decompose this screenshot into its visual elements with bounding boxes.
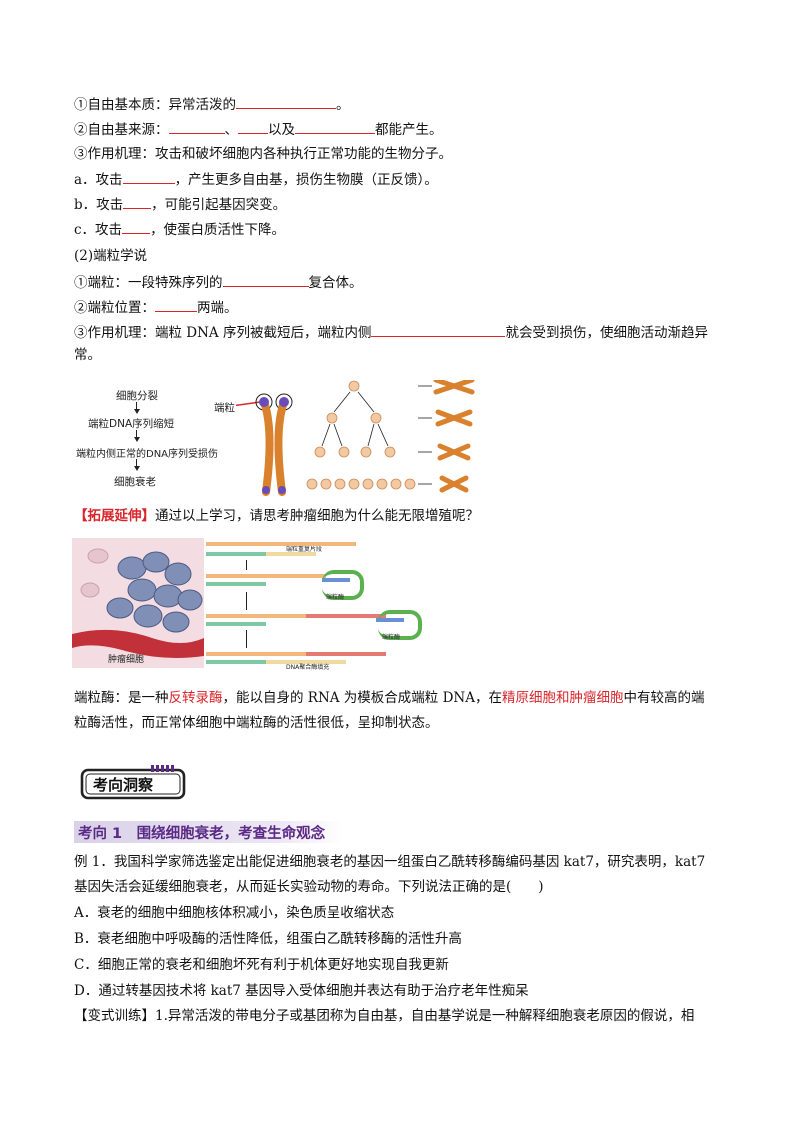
text: 以及 <box>268 122 295 138</box>
tumor-cell-illustration <box>72 548 204 658</box>
text: ，可能引起基因突变。 <box>151 197 287 213</box>
text: ，产生更多自由基，损伤生物膜（正反馈）。 <box>174 172 438 188</box>
text: 通过以上学习，请思考肿瘤细胞为什么能无限增殖呢？ <box>155 508 479 524</box>
line-6: c．攻击 ，使蛋白质活性下降。 <box>74 219 285 240</box>
answer-blank[interactable] <box>371 322 506 337</box>
step-label: 细胞分裂 <box>116 390 158 402</box>
extension-line: 【拓展延伸】通过以上学习，请思考肿瘤细胞为什么能无限增殖呢？ <box>74 506 479 526</box>
answer-blank[interactable] <box>222 272 309 287</box>
step-label: 细胞衰老 <box>114 476 156 488</box>
variant-tag: 【变式训练】 <box>74 1008 155 1024</box>
line-8: ①端粒：一段特殊序列的 复合体。 <box>74 272 363 293</box>
variant-line: 【变式训练】1.异常活泼的带电分子或基团称为自由基，自由基学说是一种解释细胞衰老… <box>74 1006 694 1026</box>
telomerase-line-1: 端粒酶：是一种反转录酶，能以自身的 RNA 为模板合成端粒 DNA，在精原细胞和… <box>74 688 705 708</box>
repeat-label: 端粒重复片段 <box>286 546 323 553</box>
line-9: ②端粒位置： 两端。 <box>74 297 238 318</box>
section-tag: 考向洞察 <box>79 765 187 801</box>
tumor-cell-image: 肿瘤细胞 <box>72 538 204 668</box>
topic-title-text: 考向 1 围绕细胞衰老，考查生命观念 <box>78 826 326 842</box>
extension-tag: 【拓展延伸】 <box>74 508 155 524</box>
telomerase-line-2: 粒酶活性，而正常体细胞中端粒酶的活性很低，呈抑制状态。 <box>74 715 439 731</box>
text: 。 <box>336 97 350 113</box>
example-line-1: 例 1．我国科学家筛选鉴定出能促进细胞衰老的基因一组蛋白乙酰转移酶编码基因 ka… <box>74 854 706 870</box>
line-5: b．攻击 ，可能引起基因突变。 <box>74 194 286 215</box>
line-3: ③作用机理：攻击和破坏细胞内各种执行正常功能的生物分子。 <box>74 146 452 162</box>
tumor-label: 肿瘤细胞 <box>108 655 145 665</box>
answer-blank[interactable] <box>155 297 197 312</box>
text: ②自由基来源： <box>74 122 169 138</box>
text: ②端粒位置： <box>74 300 155 316</box>
highlight-text: 反转录酶 <box>168 690 223 706</box>
line-10: ③作用机理：端粒 DNA 序列被截短后，端粒内侧 就会受到损伤，使细胞活动渐趋异 <box>74 322 708 343</box>
text: 端粒酶：是一种 <box>74 690 169 706</box>
text: 就会受到损伤，使细胞活动渐趋异 <box>505 325 708 341</box>
answer-blank[interactable] <box>122 169 175 184</box>
option-d[interactable]: D．通过转基因技术将 kat7 基因导入受体细胞并表达有助于治疗老年性痴呆 <box>74 983 529 999</box>
telomere-label: 端粒 <box>214 402 235 414</box>
step-label: 端粒DNA序列缩短 <box>88 418 175 430</box>
line-1: ①自由基本质：异常活泼的 。 <box>74 94 350 115</box>
text: ③作用机理：端粒 DNA 序列被截短后，端粒内侧 <box>74 325 372 341</box>
example-line-2: 基因失活会延缓细胞衰老，从而延长实验动物的寿命。下列说法正确的是( ) <box>74 879 544 895</box>
telomere-figure: 细胞分裂 端粒DNA序列缩短 端粒内侧正常的DNA序列受损伤 细胞衰老 端粒 <box>76 376 476 496</box>
section-tag-frame <box>80 765 186 800</box>
text: ，使蛋白质活性下降。 <box>150 222 286 238</box>
enzyme-label: 端粒酶 <box>326 594 345 601</box>
option-c[interactable]: C．细胞正常的衰老和细胞坏死有利于机体更好地实现自我更新 <box>74 957 449 973</box>
text: ，能以自身的 RNA 为模板合成端粒 DNA，在 <box>222 690 503 706</box>
text: 都能产生。 <box>375 122 443 138</box>
line-4: a．攻击 ，产生更多自由基，损伤生物膜（正反馈）。 <box>74 169 438 190</box>
answer-blank[interactable] <box>238 119 268 134</box>
section-tag-label: 考向洞察 <box>93 776 154 794</box>
enzyme-label: 端粒酶 <box>382 634 401 641</box>
text: 1.异常活泼的带电分子或基团称为自由基，自由基学说是一种解释细胞衰老原因的假说，… <box>155 1008 695 1024</box>
answer-blank[interactable] <box>122 219 151 234</box>
text: ①端粒：一段特殊序列的 <box>74 275 223 291</box>
text: ①自由基本质：异常活泼的 <box>74 97 236 113</box>
text: 、 <box>224 122 239 138</box>
answer-blank[interactable] <box>123 194 152 209</box>
answer-blank[interactable] <box>236 94 336 109</box>
line-11: 常。 <box>74 347 101 363</box>
text: 复合体。 <box>308 275 363 291</box>
line-2: ②自由基来源： 、 以及 都能产生。 <box>74 119 443 140</box>
text: b．攻击 <box>74 197 124 213</box>
text: 中有较高的端 <box>623 690 705 706</box>
polymerase-label: DNA聚合酶填充 <box>286 664 330 671</box>
line-7: (2)端粒学说 <box>74 248 148 264</box>
telomerase-diagram: 端粒重复片段 端粒酶 端粒酶 DNA聚合酶填充 <box>206 540 446 671</box>
chromosome-illustration <box>236 380 475 496</box>
topic-title: 考向 1 围绕细胞衰老，考查生命观念 <box>74 821 344 843</box>
text: c．攻击 <box>74 222 123 238</box>
text: a．攻击 <box>74 172 123 188</box>
highlight-text: 精原细胞和肿瘤细胞 <box>502 690 624 706</box>
step-label: 端粒内侧正常的DNA序列受损伤 <box>76 449 219 460</box>
option-a[interactable]: A．衰老的细胞中细胞核体积减小，染色质呈收缩状态 <box>74 905 395 921</box>
text: 两端。 <box>197 300 238 316</box>
answer-blank[interactable] <box>295 119 375 134</box>
option-b[interactable]: B．衰老细胞中呼吸酶的活性降低，组蛋白乙酰转移酶的活性升高 <box>74 931 462 947</box>
answer-blank[interactable] <box>168 119 225 134</box>
